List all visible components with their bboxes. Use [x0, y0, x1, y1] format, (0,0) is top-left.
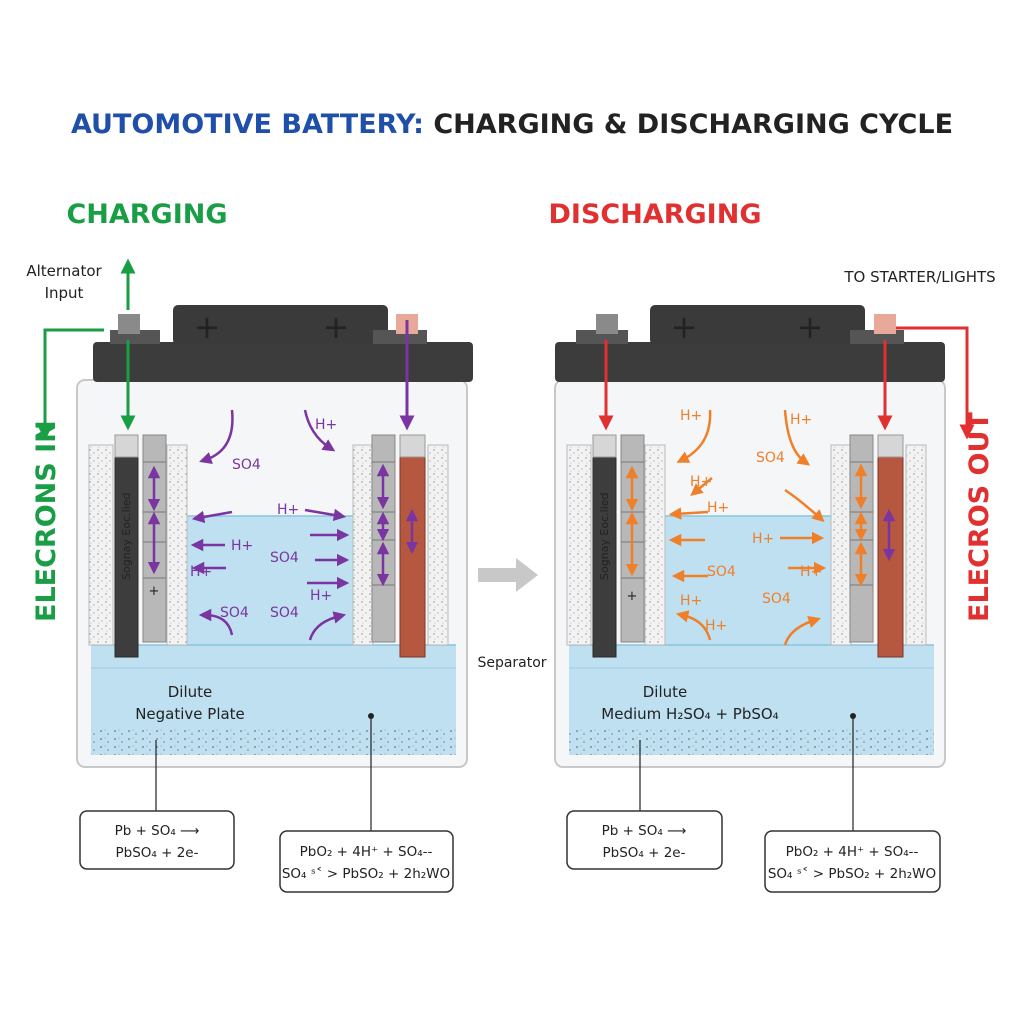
svg-text:SO₄ ˢ˂ > PbSO₂ + 2h₂WO: SO₄ ˢ˂ > PbSO₂ + 2h₂WO [768, 866, 936, 882]
ion-flow-arrows [190, 409, 350, 641]
discharging-battery: DISCHARGING TO STARTER/LIGHTS + + Sognay… [549, 199, 996, 893]
separator-panel [88, 444, 114, 646]
svg-text:Sognay Eoc.lied: Sognay Eoc.lied [598, 492, 611, 580]
starter-lights-label: TO STARTER/LIGHTS [843, 268, 995, 286]
svg-text:H+: H+ [790, 412, 812, 428]
transition-arrow-icon [478, 558, 538, 592]
svg-text:SO4: SO4 [232, 457, 261, 473]
svg-text:+: + [671, 308, 698, 346]
battery-lid-top [173, 305, 388, 345]
svg-text:Pb + SO₄ ⟶: Pb + SO₄ ⟶ [602, 823, 687, 839]
battery-lid-2 [555, 342, 945, 382]
separator-panel-2 [166, 444, 188, 646]
svg-text:SO4: SO4 [762, 591, 791, 607]
svg-text:PbO₂ + 4H⁺ + SO₄--: PbO₂ + 4H⁺ + SO₄-- [786, 844, 919, 860]
svg-text:PbSO₄ + 2e-: PbSO₄ + 2e- [603, 845, 686, 861]
electron-flow-in [37, 258, 136, 441]
alternator-label-2: Input [45, 284, 84, 302]
positive-terminal-2 [874, 314, 896, 334]
battery-lid [93, 342, 473, 382]
separator-label: Separator [477, 655, 546, 671]
svg-text:H+: H+ [231, 538, 253, 554]
positive-plate-2 [877, 434, 904, 658]
svg-text:H+: H+ [752, 531, 774, 547]
charging-battery: CHARGING Alternator Input + + Sognay Eoc… [26, 199, 473, 893]
electrons-in-label: ELECRONS IN [31, 420, 62, 622]
bottom-label-3: Dilute [643, 683, 688, 701]
svg-text:H+: H+ [190, 564, 212, 580]
alternator-label: Alternator [26, 262, 102, 280]
svg-text:Pb + SO₄ ⟶: Pb + SO₄ ⟶ [115, 823, 200, 839]
svg-text:+: + [323, 308, 350, 346]
electron-flow-out [598, 326, 975, 440]
discharging-heading: DISCHARGING [549, 199, 762, 230]
equation-box-positive-2 [764, 830, 941, 893]
svg-text:H+: H+ [800, 564, 822, 580]
svg-text:+: + [194, 308, 221, 346]
svg-text:PbO₂ + 4H⁺ + SO₄--: PbO₂ + 4H⁺ + SO₄-- [300, 844, 433, 860]
svg-text:SO4: SO4 [270, 605, 299, 621]
svg-text:H+: H+ [680, 408, 702, 424]
charging-heading: CHARGING [66, 199, 227, 230]
svg-text:SO4: SO4 [220, 605, 249, 621]
svg-text:H+: H+ [707, 500, 729, 516]
page-title: AUTOMOTIVE BATTERY: CHARGING & DISCHARGI… [71, 109, 953, 140]
svg-text:H+: H+ [277, 502, 299, 518]
svg-text:H+: H+ [310, 588, 332, 604]
ion-flow-arrows-2 [668, 409, 827, 646]
electrolyte-upper [186, 516, 353, 646]
svg-text:SO4: SO4 [707, 564, 736, 580]
separator-panel-3 [352, 444, 374, 646]
svg-text:SO4: SO4 [270, 550, 299, 566]
svg-text:PbSO₄ + 2e-: PbSO₄ + 2e- [116, 845, 199, 861]
lead-sulfate-plate-2 [371, 434, 396, 643]
bottom-label-2: Negative Plate [135, 705, 245, 723]
svg-text:SO4: SO4 [756, 450, 785, 466]
sediment [91, 728, 456, 755]
plate-label: Sognay Eoc.lied [120, 492, 133, 580]
electrons-out-label: ELECROS OUT [964, 412, 995, 622]
svg-text:H+: H+ [315, 417, 337, 433]
svg-text:+: + [627, 589, 638, 604]
svg-text:+: + [797, 308, 824, 346]
bottom-label-1: Dilute [168, 683, 213, 701]
svg-text:H+: H+ [680, 593, 702, 609]
svg-text:H+: H+ [705, 618, 727, 634]
svg-text:+: + [149, 584, 160, 599]
equation-box-positive [279, 830, 454, 893]
equation-box-negative-2 [566, 810, 723, 870]
separator-panel-4 [427, 444, 449, 646]
bottom-label-4: Medium H₂SO₄ + PbSO₄ [601, 705, 778, 723]
negative-terminal [118, 314, 140, 334]
equation-box-negative [79, 810, 235, 870]
svg-text:H+: H+ [690, 474, 712, 490]
svg-text:SO₄ ˢ˂ > PbSO₂ + 2h₂WO: SO₄ ˢ˂ > PbSO₂ + 2h₂WO [282, 866, 450, 882]
negative-terminal-2 [596, 314, 618, 334]
